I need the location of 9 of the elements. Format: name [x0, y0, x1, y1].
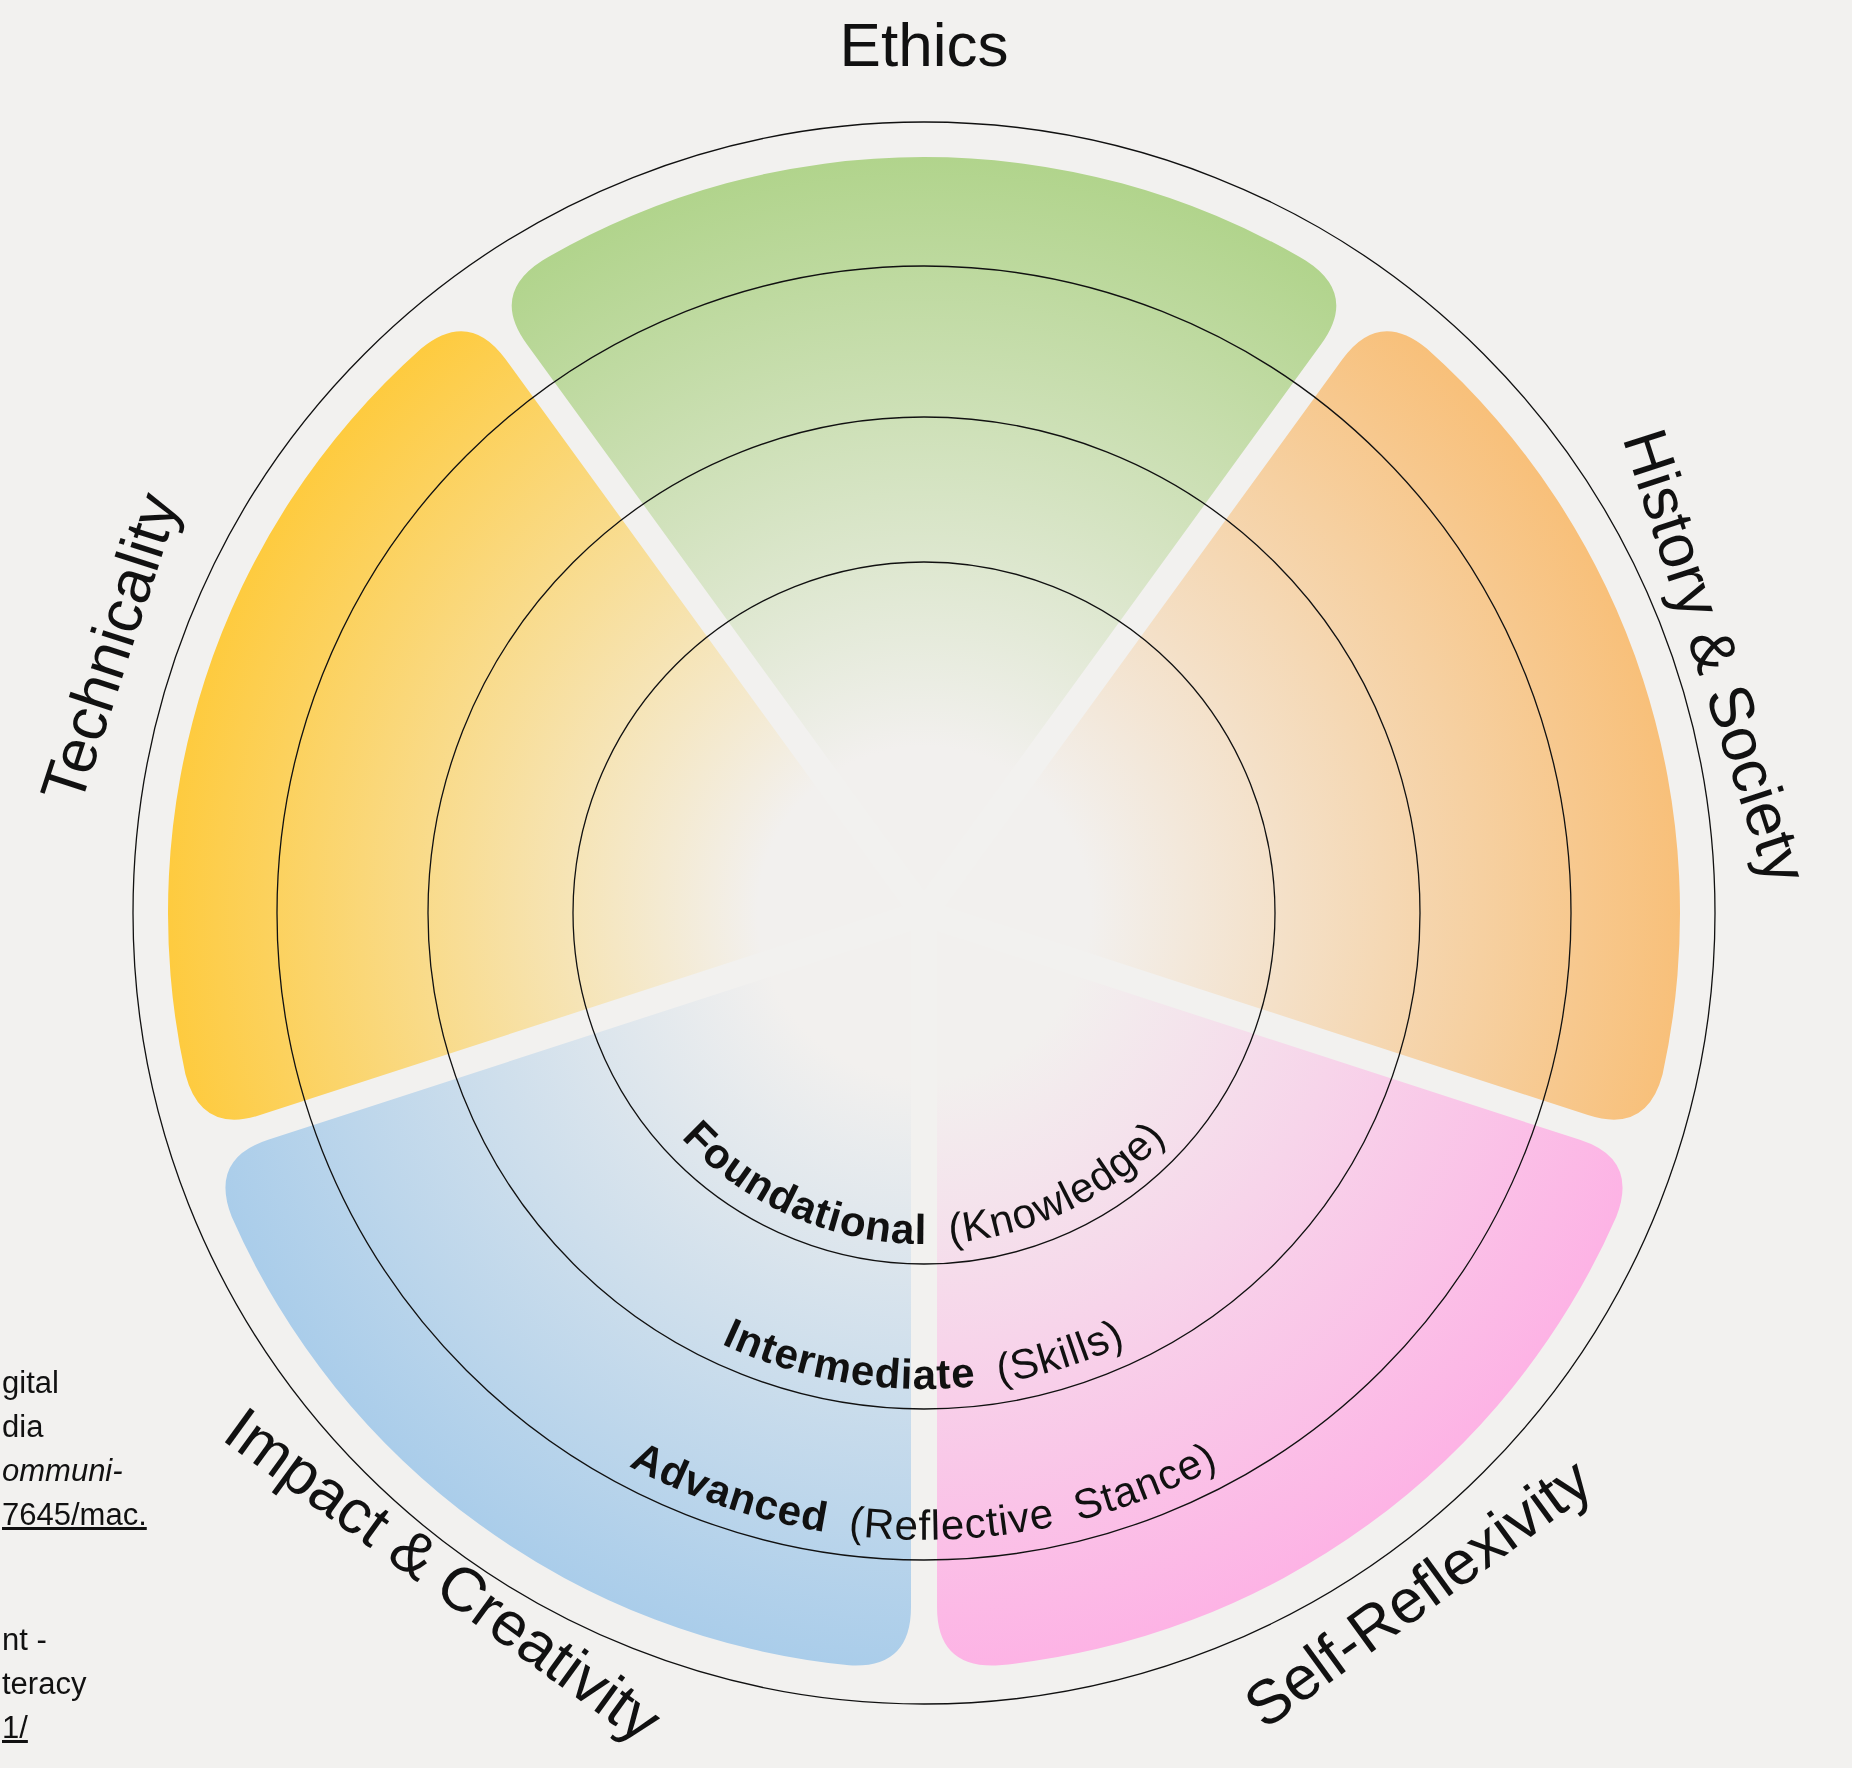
- reference-text: nt -: [2, 1621, 47, 1659]
- reference-link: 7645/mac.: [2, 1496, 147, 1534]
- reference-text: gital: [2, 1364, 59, 1402]
- reference-link: 1/: [2, 1709, 28, 1747]
- category-title: Ethics: [839, 10, 1009, 80]
- reference-text: teracy: [2, 1665, 87, 1703]
- reference-text: ommuni-: [2, 1452, 123, 1490]
- reference-text: dia: [2, 1408, 44, 1446]
- category-title: History & Society: [1609, 420, 1821, 891]
